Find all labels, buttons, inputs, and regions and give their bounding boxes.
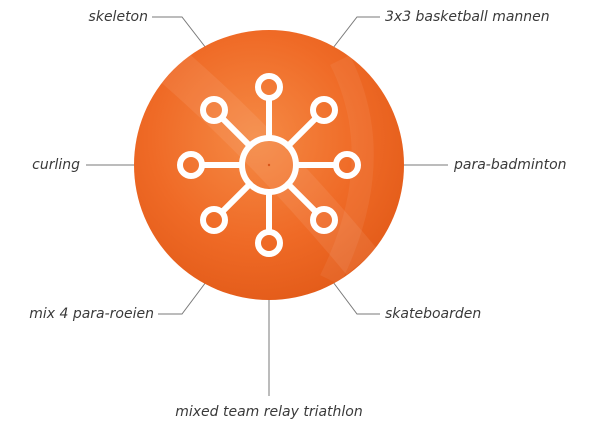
label-curling: curling xyxy=(32,157,80,173)
connector-skateboarden xyxy=(332,281,380,315)
connector-skeleton xyxy=(152,16,207,49)
label-mixed-team-relay-triathlon: mixed team relay triathlon xyxy=(175,404,363,420)
label-skateboarden: skateboarden xyxy=(385,306,482,322)
connector-basketball xyxy=(332,16,380,49)
network-hub-icon xyxy=(177,73,361,257)
label-3x3-basketball-mannen: 3x3 basketball mannen xyxy=(385,9,550,25)
connector-lines xyxy=(86,16,448,396)
label-skeleton: skeleton xyxy=(88,9,148,25)
connector-para-roeien xyxy=(158,281,207,315)
label-para-badminton: para-badminton xyxy=(454,157,567,173)
label-mix-4-para-roeien: mix 4 para-roeien xyxy=(29,306,154,322)
